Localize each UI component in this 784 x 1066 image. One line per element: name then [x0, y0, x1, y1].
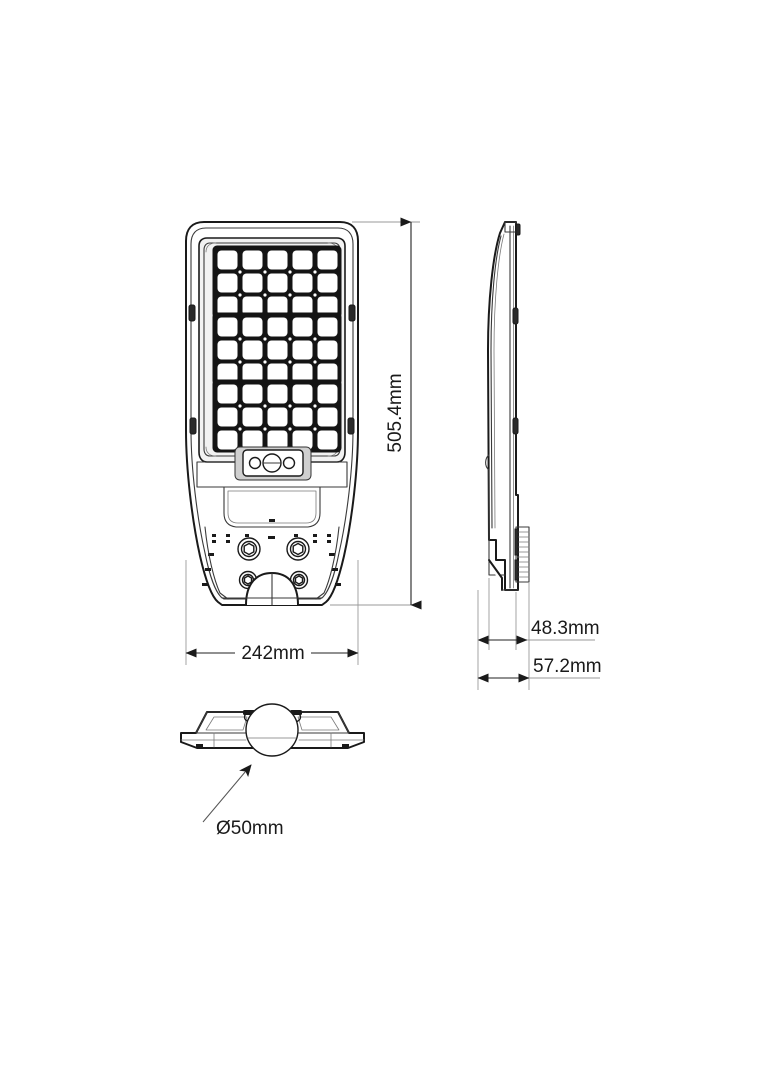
- front-bolt-large-right: [286, 537, 310, 561]
- led-panel-3: [212, 379, 342, 453]
- led-frame-corner-tl: [205, 242, 217, 253]
- front-bottom-taper-left: [204, 526, 229, 600]
- sensor-lens-left: [248, 456, 262, 470]
- bottom-notch-left: [196, 744, 203, 747]
- front-recess-panel-shadow: [227, 490, 317, 524]
- sensor-lens-right: [282, 456, 296, 470]
- front-side-tab-upper-left: [188, 304, 196, 322]
- side-clamp-bulge: [485, 454, 490, 471]
- dimension-label-depth-lower: 57.2mm: [533, 656, 602, 677]
- front-recess-panel: [223, 486, 321, 528]
- front-side-tab-lower-right: [347, 417, 355, 435]
- side-tab-lower: [512, 417, 519, 435]
- led-panel-1-cells: [217, 250, 338, 316]
- dimension-label-height: 505.4mm: [385, 373, 406, 452]
- bottom-notch-right: [342, 744, 349, 747]
- front-bolt-large-left: [237, 537, 261, 561]
- dimension-label-pole-diameter: Ø50mm: [216, 818, 284, 839]
- led-panel-1: [212, 245, 342, 319]
- led-panel-2-cells: [217, 317, 338, 383]
- side-tab-upper: [512, 307, 519, 325]
- front-bolt-small-right: [289, 570, 309, 590]
- front-view: [185, 221, 359, 606]
- dimension-label-depth-upper: 48.3mm: [531, 618, 600, 639]
- leader-line-pole-diameter: [202, 764, 252, 823]
- led-panel-3-cells: [217, 384, 338, 450]
- bottom-facet-left: [205, 716, 248, 731]
- bottom-pole-clamp-circle: [245, 703, 299, 757]
- front-side-tab-upper-right: [348, 304, 356, 322]
- led-panel-2: [212, 312, 342, 386]
- bottom-view: [180, 703, 365, 757]
- sensor-module: [234, 446, 312, 481]
- side-front-face-line: [490, 235, 502, 529]
- dimension-depth-upper: 48.3mm: [477, 578, 600, 650]
- front-bottom-taper-right: [315, 526, 340, 600]
- led-frame-corner-bl: [205, 446, 217, 457]
- front-side-tab-lower-left: [189, 417, 197, 435]
- side-front-face-line2: [493, 233, 505, 529]
- dimension-width: 242mm: [185, 560, 359, 665]
- side-lower-chamfer: [488, 559, 503, 591]
- dimension-depth-lower: 57.2mm: [477, 582, 602, 690]
- bottom-facet-right: [297, 716, 340, 731]
- side-top-nub: [515, 223, 521, 236]
- dimension-label-width: 242mm: [241, 643, 304, 664]
- front-vent-marks: [202, 519, 341, 586]
- dimension-height: 505.4mm: [330, 217, 422, 610]
- dimension-pole-diameter: Ø50mm: [202, 764, 284, 839]
- side-view: [485, 221, 530, 591]
- side-heatsink-fins: [514, 526, 530, 583]
